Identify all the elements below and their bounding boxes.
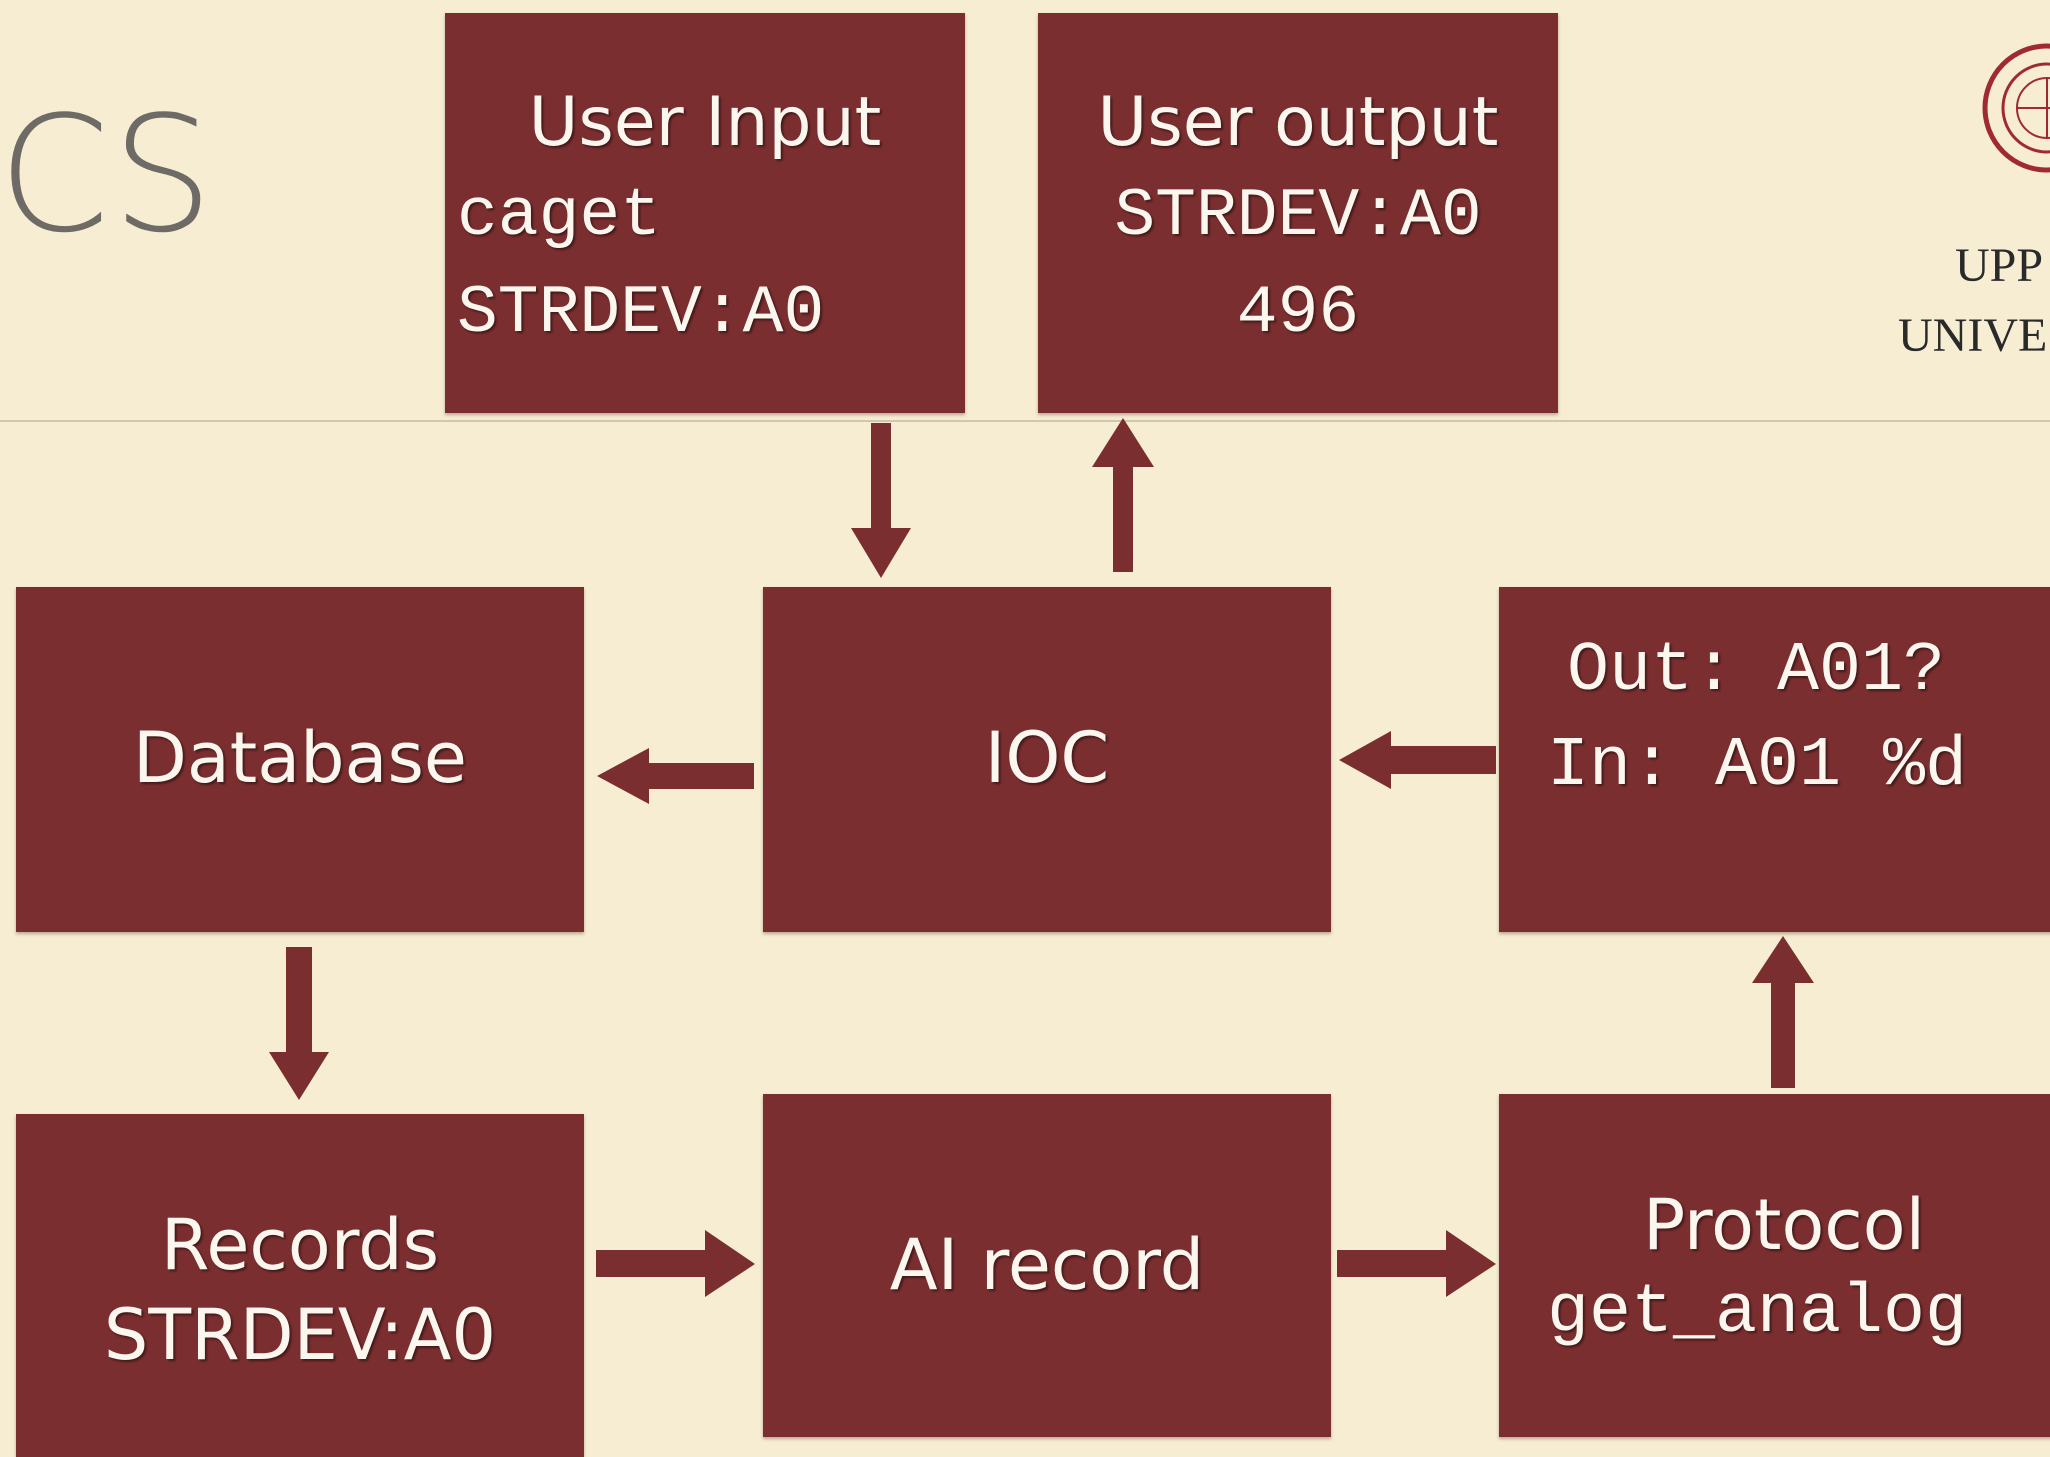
university-seal-icon (1982, 43, 2050, 173)
records-pv: STRDEV:A0 (103, 1294, 497, 1376)
records-title: Records (160, 1204, 440, 1286)
protocol-title: Protocol (1642, 1184, 1926, 1266)
slide-title: CS (0, 81, 216, 268)
university-name-line2: UNIVE (1898, 309, 2048, 362)
user-output-title: User output (1097, 83, 1499, 162)
arrow-right-records-ai (596, 1230, 755, 1297)
arrow-down-input-ioc (851, 423, 911, 578)
user-output-pv: STRDEV:A0 (1114, 178, 1482, 255)
device-io-box: Out: A01? In: A01 %d (1499, 587, 2050, 932)
database-title: Database (132, 717, 467, 799)
ai-record-title: AI record (889, 1224, 1205, 1306)
records-box: Records STRDEV:A0 (16, 1114, 584, 1457)
header-divider (0, 420, 2050, 422)
arrow-up-ioc-output (1092, 418, 1154, 572)
user-input-box: User Input caget STRDEV:A0 (445, 13, 965, 413)
arrow-down-database-records (269, 947, 329, 1100)
user-input-command: caget (457, 178, 662, 255)
user-input-pv: STRDEV:A0 (457, 275, 825, 352)
ioc-title: IOC (984, 717, 1110, 799)
university-name-line1: UPP (1955, 239, 2044, 292)
device-out-command: Out: A01? (1567, 632, 1946, 711)
ioc-box: IOC (763, 587, 1331, 932)
arrow-up-protocol-device (1752, 936, 1814, 1088)
protocol-box: Protocol get_analog (1499, 1094, 2050, 1437)
arrow-left-device-ioc (1339, 731, 1496, 789)
arrow-left-ioc-database (597, 748, 754, 804)
user-output-value: 496 (1236, 275, 1360, 352)
database-box: Database (16, 587, 584, 932)
user-output-box: User output STRDEV:A0 496 (1038, 13, 1558, 413)
protocol-function: get_analog (1547, 1274, 1968, 1353)
arrow-right-ai-protocol (1337, 1230, 1496, 1297)
device-in-format: In: A01 %d (1547, 727, 1968, 806)
user-input-title: User Input (528, 83, 882, 162)
ai-record-box: AI record (763, 1094, 1331, 1437)
